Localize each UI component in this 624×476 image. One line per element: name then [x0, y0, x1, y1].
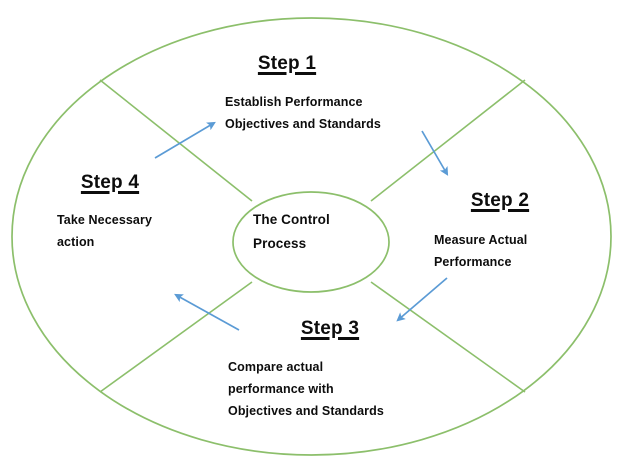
- step-1-body-line-2: Objectives and Standards: [225, 116, 381, 131]
- step-2-body-line-2: Performance: [434, 254, 512, 269]
- arrow-to-step-1: [154, 121, 216, 159]
- arrow-to-step-4: [174, 293, 240, 331]
- spoke-top-right: [370, 79, 526, 202]
- center-hub: [232, 191, 390, 293]
- step-1-body: Establish Performance Objectives and Sta…: [225, 92, 381, 136]
- step-4-body: Take Necessary action: [57, 210, 152, 254]
- step-4-body-line-1: Take Necessary: [57, 213, 152, 227]
- step-2-title: Step 2: [470, 190, 530, 211]
- step-1-body-line-1: Establish Performance: [225, 95, 363, 109]
- center-hub-label-line-2: Process: [253, 235, 307, 251]
- arrow-to-step-2: [421, 130, 449, 176]
- center-hub-label: The Control Process: [253, 208, 330, 255]
- spoke-bottom-left: [99, 281, 253, 393]
- step-3-body-line-3: Objectives and Standards: [228, 403, 384, 418]
- step-3-body-line-2: performance with: [228, 381, 334, 396]
- center-hub-label-line-1: The Control: [253, 212, 330, 227]
- spoke-top-left: [99, 79, 253, 202]
- outer-ring: [11, 17, 612, 456]
- spoke-bottom-right: [370, 281, 526, 393]
- step-3-body: Compare actual performance with Objectiv…: [228, 357, 384, 423]
- step-2-body: Measure Actual Performance: [434, 230, 527, 274]
- step-4-title: Step 4: [80, 172, 140, 193]
- step-4-body-line-2: action: [57, 234, 95, 249]
- step-2-body-line-1: Measure Actual: [434, 233, 528, 247]
- arrow-to-step-3: [396, 277, 448, 322]
- step-1-title: Step 1: [257, 53, 317, 74]
- step-3-body-line-1: Compare actual: [228, 360, 324, 374]
- step-3-title: Step 3: [300, 318, 360, 339]
